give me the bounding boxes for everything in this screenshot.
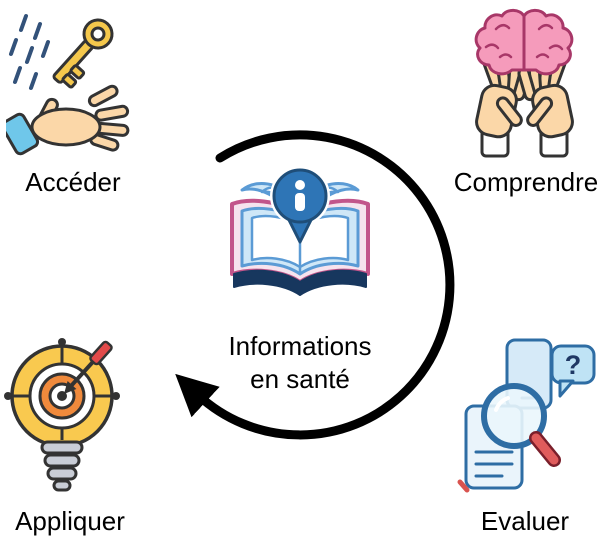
node-comprendre [452, 4, 597, 159]
center-label-line2: en santé [250, 364, 350, 394]
node-evaluer: ? [452, 336, 597, 501]
dart-icon [64, 340, 113, 394]
book-base [233, 269, 367, 296]
key-icon [52, 18, 114, 89]
label-evaluer: Evaluer [480, 506, 570, 536]
label-comprendre: Comprendre [453, 167, 599, 197]
info-pin-icon [270, 166, 330, 244]
hands-holding-brain-icon [472, 8, 577, 158]
open-hand [6, 84, 130, 156]
center-label-line1: Informations [228, 331, 372, 361]
cycle-arrow-path [175, 130, 455, 440]
red-sparkle [457, 479, 470, 493]
question-bubble-icon: ? [550, 344, 596, 398]
node-center [210, 162, 390, 322]
label-acceder: Accéder [25, 167, 121, 197]
open-book-info-icon [230, 166, 370, 296]
question-mark: ? [565, 350, 582, 380]
label-appliquer: Appliquer [15, 506, 125, 536]
node-acceder [6, 4, 141, 164]
rain-lines [9, 14, 50, 90]
brain [474, 8, 574, 76]
hand-key-icon [6, 14, 130, 156]
node-appliquer [4, 336, 129, 501]
screw-base [40, 440, 84, 492]
center-label: Informations en santé [210, 330, 390, 396]
documents-magnifier-icon: ? [457, 338, 596, 493]
magnifier-icon [481, 383, 561, 467]
lightbulb-target-icon [4, 338, 120, 492]
